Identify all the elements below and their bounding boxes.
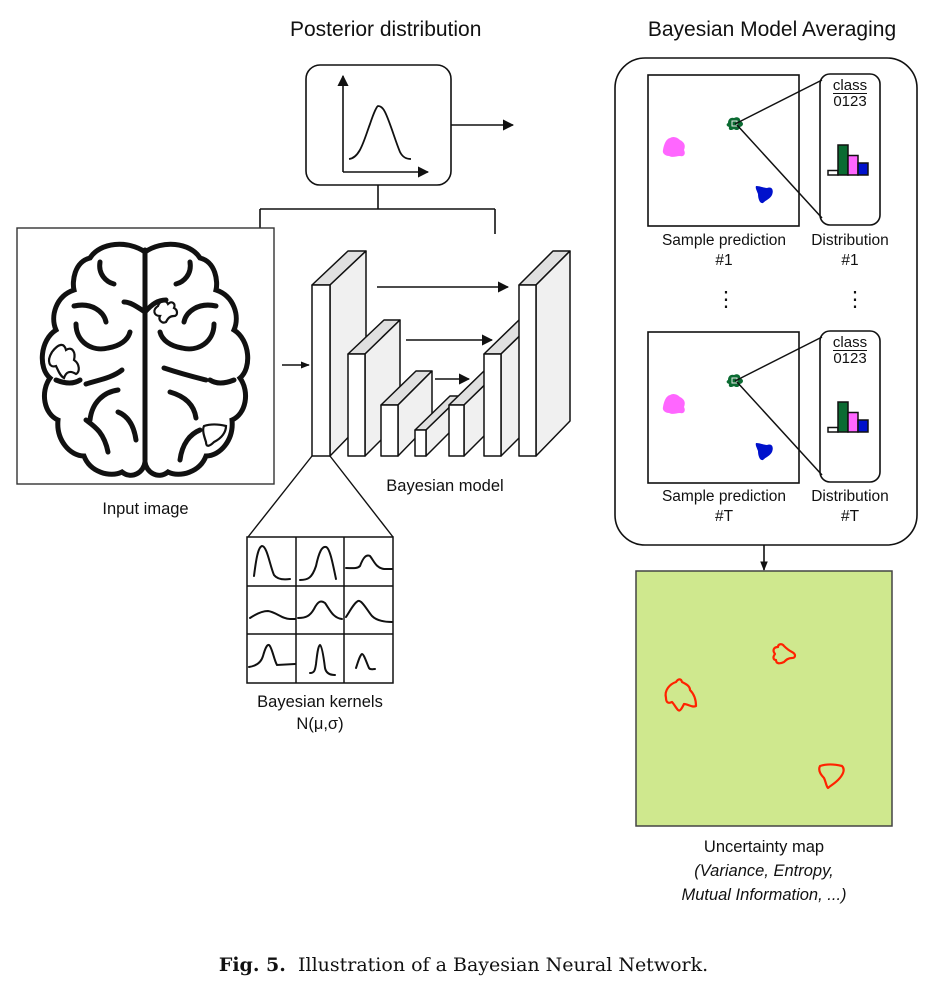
distribution-label: Distribution xyxy=(811,232,889,249)
kernel-curve xyxy=(309,643,336,676)
class-ids: 0123 xyxy=(833,350,867,367)
histogram-bar-class-3 xyxy=(857,419,869,433)
distribution-box-T xyxy=(819,330,881,483)
sample-prediction-label: Sample prediction xyxy=(661,488,787,505)
bayesian-kernels-grid xyxy=(246,536,394,684)
kernel-curve xyxy=(355,652,376,671)
histogram-bar-class-0 xyxy=(827,426,839,433)
class-header-text: class xyxy=(832,77,868,94)
uncertainty-outline xyxy=(664,678,698,712)
bayesian-model xyxy=(311,250,571,457)
prediction-blob-pink xyxy=(662,136,685,157)
lesion-outline xyxy=(202,423,228,447)
figure-caption: Fig. 5. Illustration of a Bayesian Neura… xyxy=(0,954,927,976)
histogram-bar-class-1 xyxy=(837,401,849,433)
bayesian-kernels-label: Bayesian kernels xyxy=(257,693,383,711)
histogram-bar-class-0 xyxy=(827,169,839,176)
posterior-box xyxy=(305,64,452,186)
posterior-title: Posterior distribution xyxy=(290,18,482,41)
histogram-bar-class-3 xyxy=(857,162,869,176)
class-header: class 0123 xyxy=(820,335,880,366)
input-image-label: Input image xyxy=(102,500,189,518)
prediction-blob-blue xyxy=(755,186,773,204)
bayesian-model-label: Bayesian model xyxy=(386,477,504,495)
lesion-outline xyxy=(153,300,179,324)
kernel-curve xyxy=(249,609,296,620)
figure-caption-text: Illustration of a Bayesian Neural Networ… xyxy=(297,954,709,976)
distribution-box-1 xyxy=(819,73,881,226)
sample-prediction-T xyxy=(647,331,800,484)
kernel-curve xyxy=(297,600,343,620)
input-image xyxy=(16,227,275,485)
model-bracket xyxy=(259,185,496,234)
uncertainty-measures-line2: Mutual Information, ...) xyxy=(681,886,847,904)
kernel-curve xyxy=(345,599,393,623)
sample-prediction-label: Sample prediction xyxy=(661,232,787,249)
bma-title: Bayesian Model Averaging xyxy=(647,18,897,41)
kernel-zoom-line xyxy=(247,455,313,538)
encoder-block-3 xyxy=(380,370,433,457)
uncertainty-map xyxy=(635,570,893,827)
kernel-zoom-line xyxy=(329,455,394,538)
kernel-curve xyxy=(248,643,296,668)
prediction-blob-blue xyxy=(755,443,773,461)
histogram-bar-class-2 xyxy=(847,154,859,176)
histogram-bar-class-2 xyxy=(847,411,859,433)
histogram-bar-class-1 xyxy=(837,144,849,176)
lesion-outline xyxy=(47,343,80,380)
ellipsis-vertical: ⋮ xyxy=(715,288,737,311)
sample-prediction-index: #T xyxy=(714,508,734,525)
kernel-curve xyxy=(299,545,337,581)
distribution-index: #T xyxy=(840,508,860,525)
sample-prediction-1 xyxy=(647,74,800,227)
bma-container xyxy=(614,57,918,546)
uncertainty-outline xyxy=(818,763,845,790)
class-ids: 0123 xyxy=(833,93,867,110)
class-header-text: class xyxy=(832,334,868,351)
kernel-distribution-label: N(μ,σ) xyxy=(296,715,344,733)
uncertainty-map-label: Uncertainty map xyxy=(703,838,825,856)
class-header: class 0123 xyxy=(820,78,880,109)
zoom-line xyxy=(734,336,823,382)
distribution-index: #1 xyxy=(841,252,859,269)
distribution-label: Distribution xyxy=(811,488,889,505)
histogram-1 xyxy=(827,144,869,176)
sample-prediction-index: #1 xyxy=(715,252,733,269)
zoom-line xyxy=(736,124,823,219)
kernel-curve xyxy=(253,544,291,581)
decoder-block-3 xyxy=(518,250,571,457)
posterior-gaussian-curve xyxy=(348,105,412,160)
ellipsis-vertical: ⋮ xyxy=(844,288,866,311)
uncertainty-outline xyxy=(772,643,797,665)
figure-number: Fig. 5. xyxy=(218,954,286,976)
zoom-line xyxy=(736,381,823,476)
prediction-blob-pink xyxy=(662,393,685,414)
histogram-T xyxy=(827,401,869,433)
uncertainty-measures-line1: (Variance, Entropy, xyxy=(694,862,834,880)
kernel-curve xyxy=(345,554,393,570)
zoom-line xyxy=(734,79,823,125)
